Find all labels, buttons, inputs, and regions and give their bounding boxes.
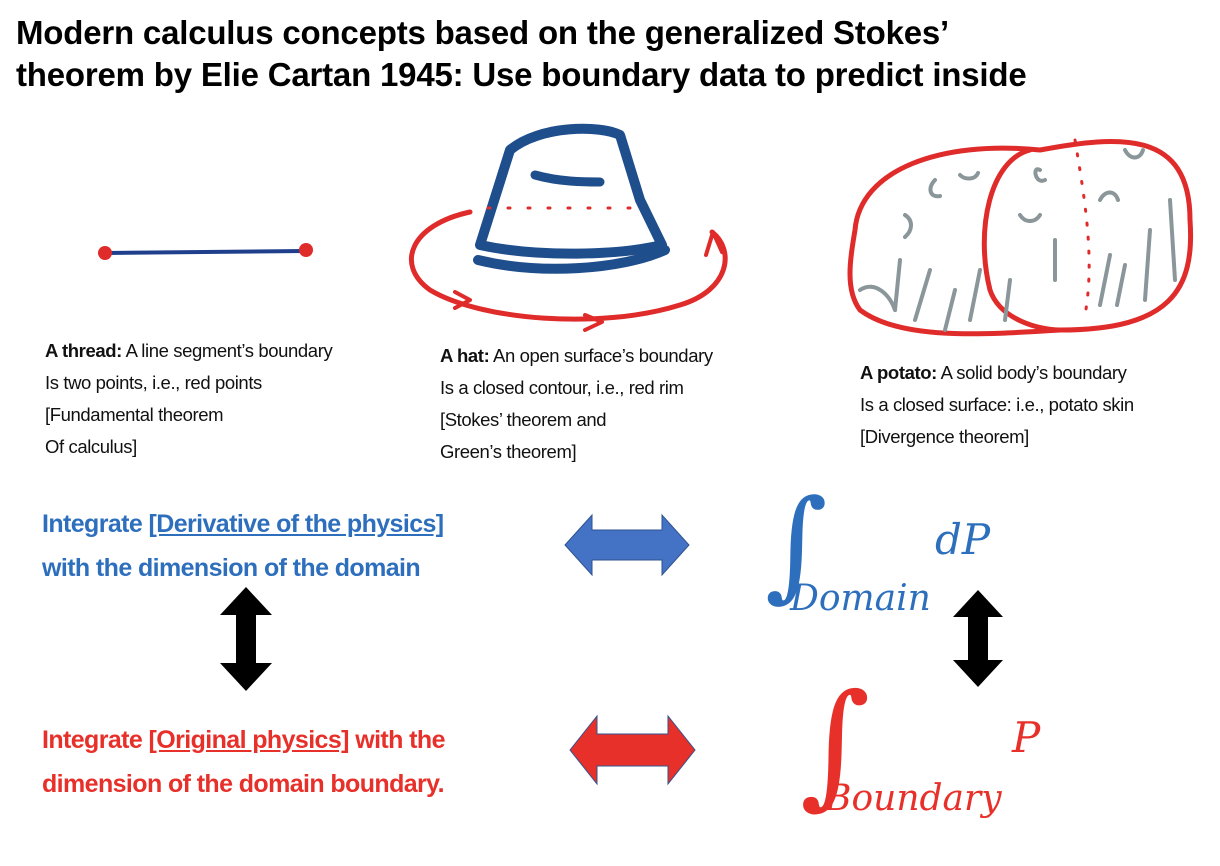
caption-title: A potato: — [860, 362, 937, 383]
hat-illustration — [409, 123, 728, 332]
potato-illustration — [847, 138, 1194, 337]
caption-line: Is two points, i.e., red points — [45, 372, 262, 393]
potato-caption: A potato: A solid body’s boundary Is a c… — [860, 357, 1134, 453]
caption-line: Is a closed surface: i.e., potato skin — [860, 394, 1134, 415]
caption-line: [Stokes’ theorem and — [440, 409, 607, 430]
boundary-statement: Integrate [Original physics] with the di… — [42, 718, 445, 806]
statement-line-2: with the dimension of the domain — [42, 554, 421, 582]
statement-line-2: dimension of the domain boundary. — [42, 770, 445, 798]
caption-line: Green’s theorem] — [440, 441, 577, 462]
integrand: P — [1012, 713, 1041, 762]
integral-sign: ∫ — [765, 475, 828, 614]
caption-line: [Fundamental theorem — [45, 404, 224, 425]
slide-title: Modern calculus concepts based on the ge… — [16, 12, 1027, 96]
caption-title: A hat: — [440, 345, 490, 366]
right-vertical-double-arrow — [953, 590, 1003, 687]
left-vertical-double-arrow — [220, 587, 272, 691]
caption-title: A thread: — [45, 340, 122, 361]
integrand: dP — [935, 515, 991, 564]
domain-statement: Integrate [Derivative of the physics] wi… — [42, 502, 444, 590]
blue-double-arrow — [564, 513, 690, 577]
statement-underlined: [Derivative of the physics] — [148, 510, 445, 538]
statement-text: with the — [348, 726, 445, 754]
caption-line: [Divergence theorem] — [860, 426, 1029, 447]
thread-illustration — [98, 243, 313, 260]
caption-line: A solid body’s boundary — [936, 362, 1127, 383]
title-line-2: theorem by Elie Cartan 1945: Use boundar… — [16, 56, 1027, 93]
title-line-1: Modern calculus concepts based on the ge… — [16, 14, 950, 51]
integral-subscript: Domain — [790, 578, 931, 619]
statement-text: Integrate — [42, 726, 149, 754]
caption-line: A line segment’s boundary — [121, 340, 333, 361]
statement-underlined: [Original physics] — [148, 726, 350, 754]
hat-caption: A hat: An open surface’s boundary Is a c… — [440, 340, 713, 468]
integral-subscript: Boundary — [825, 778, 1002, 819]
caption-line: Of calculus] — [45, 436, 137, 457]
red-double-arrow — [569, 714, 696, 786]
caption-line: An open surface’s boundary — [489, 345, 713, 366]
integral-sign: ∫ — [800, 665, 871, 822]
caption-line: Is a closed contour, i.e., red rim — [440, 377, 684, 398]
statement-text: Integrate — [42, 510, 149, 538]
thread-caption: A thread: A line segment’s boundary Is t… — [45, 335, 333, 463]
